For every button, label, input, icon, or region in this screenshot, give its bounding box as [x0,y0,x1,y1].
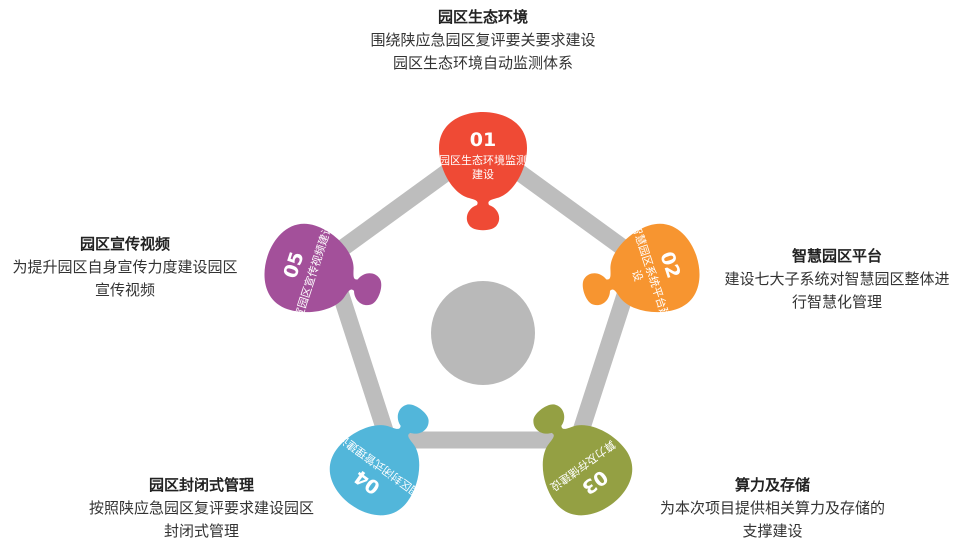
piece-number: 01 [470,129,496,151]
center-circle [431,281,535,385]
label-03: 算力及存储 为本次项目提供相关算力及存储的 支撑建设 [645,474,900,543]
label-title: 园区封闭式管理 [148,476,254,494]
label-desc: 园区生态环境自动监测体系 [392,54,573,72]
piece-text: 设 [629,268,645,282]
label-01: 园区生态环境 围绕陕应急园区复评要关要求建设 园区生态环境自动监测体系 [333,6,633,75]
puzzle-piece-03-shape [506,383,647,531]
label-desc: 支撑建设 [742,522,803,540]
label-desc: 行智慧化管理 [791,293,882,311]
label-desc: 为提升园区自身宣传力度建设园区 [12,258,238,276]
label-02: 智慧园区平台 建设七大子系统对智慧园区整体进 行智慧化管理 [712,245,962,314]
label-04: 园区封闭式管理 按照陕应急园区复评要求建设园区 封闭式管理 [74,474,329,543]
puzzle-piece-03[interactable]: 03 算力及存储建设 [506,383,647,531]
label-desc: 宣传视频 [94,281,155,299]
label-title: 园区宣传视频 [79,235,170,253]
label-05: 园区宣传视频 为提升园区自身宣传力度建设园区 宣传视频 [0,233,250,302]
puzzle-piece-04[interactable]: 04 园区封闭式管理建设 [311,380,461,534]
pentagon-ring [319,135,647,449]
puzzle-piece-05[interactable]: 05 宣园区宣传视频建设 [252,209,395,340]
label-desc: 围绕陕应急园区复评要关要求建设 [370,31,596,49]
piece-text: 园区生态环境监测 [439,153,527,167]
puzzle-piece-01[interactable]: 01 园区生态环境监测 建设 [439,112,527,231]
label-title: 算力及存储 [734,476,810,494]
label-desc: 封闭式管理 [163,522,239,540]
puzzle-piece-02[interactable]: 02 智慧园区系统平台建 设 [569,209,712,340]
label-desc: 为本次项目提供相关算力及存储的 [659,499,885,517]
piece-text: 建设 [472,167,494,181]
label-title: 智慧园区平台 [791,247,882,265]
label-desc: 建设七大子系统对智慧园区整体进 [724,270,950,288]
label-desc: 按照陕应急园区复评要求建设园区 [88,499,314,517]
label-title: 园区生态环境 [437,8,528,26]
